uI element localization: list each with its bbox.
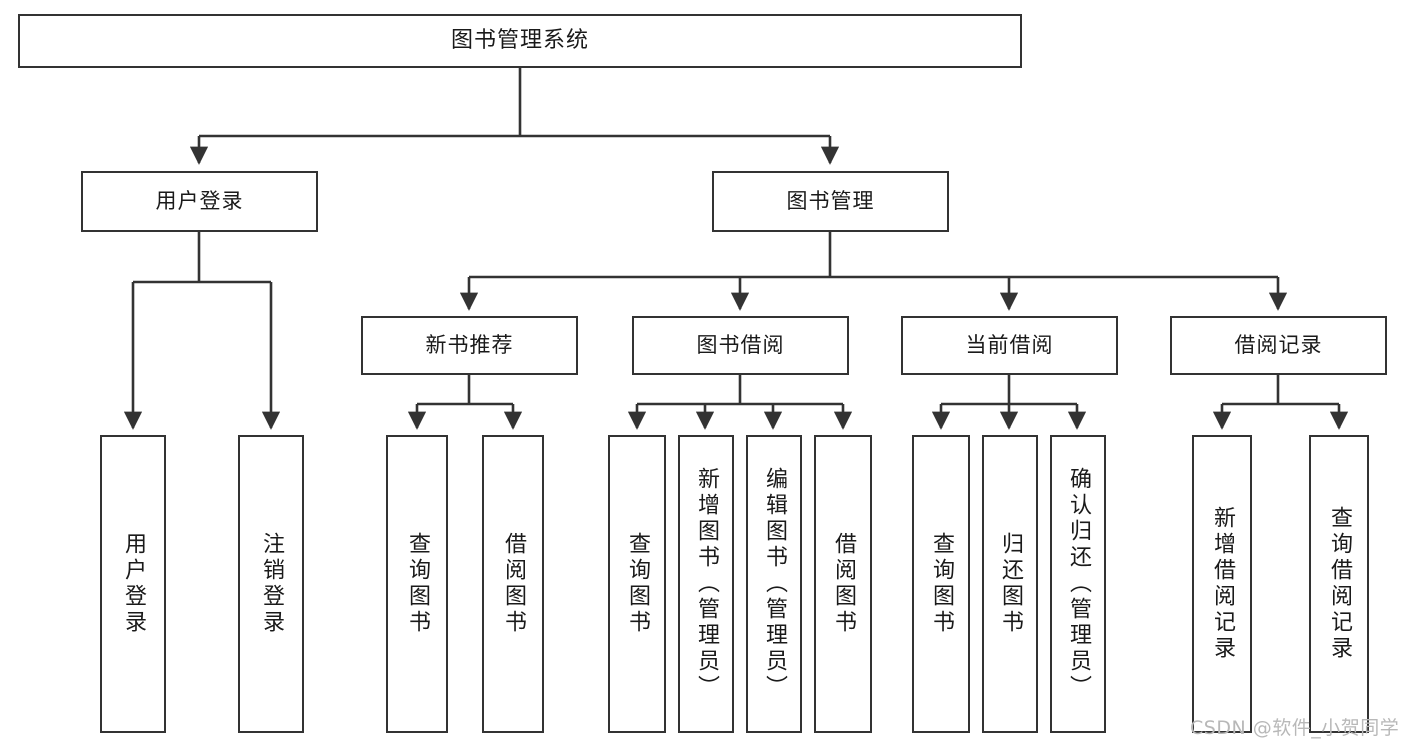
leaf-edit-book-label: 编辑图书（管理员） xyxy=(762,467,787,701)
leaf-query-book-3-label: 查询图书 xyxy=(929,532,954,636)
leaf-confirm-return[interactable]: 确认归还（管理员） xyxy=(1050,435,1106,733)
leaf-add-record[interactable]: 新增借阅记录 xyxy=(1192,435,1252,733)
node-book-manage-label: 图书管理 xyxy=(786,189,875,214)
leaf-query-book-3[interactable]: 查询图书 xyxy=(912,435,970,733)
leaf-confirm-return-label: 确认归还（管理员） xyxy=(1066,467,1091,701)
node-book-borrow[interactable]: 图书借阅 xyxy=(632,316,849,375)
watermark: CSDN @软件_小贺同学 xyxy=(1190,717,1400,739)
leaf-borrow-book-2-label: 借阅图书 xyxy=(831,532,856,636)
leaf-query-book-2[interactable]: 查询图书 xyxy=(608,435,666,733)
leaf-edit-book[interactable]: 编辑图书（管理员） xyxy=(746,435,802,733)
leaf-borrow-book-2[interactable]: 借阅图书 xyxy=(814,435,872,733)
leaf-query-record[interactable]: 查询借阅记录 xyxy=(1309,435,1369,733)
leaf-user-logout-label: 注销登录 xyxy=(259,532,284,636)
node-book-manage[interactable]: 图书管理 xyxy=(712,171,949,232)
node-borrow-record[interactable]: 借阅记录 xyxy=(1170,316,1387,375)
node-borrow-record-label: 借阅记录 xyxy=(1234,333,1323,358)
leaf-user-login[interactable]: 用户登录 xyxy=(100,435,166,733)
node-new-book-recommend[interactable]: 新书推荐 xyxy=(361,316,578,375)
node-book-borrow-label: 图书借阅 xyxy=(696,333,785,358)
node-new-book-recommend-label: 新书推荐 xyxy=(425,333,514,358)
node-root-label: 图书管理系统 xyxy=(450,28,589,54)
node-user-login-label: 用户登录 xyxy=(155,189,244,214)
leaf-add-record-label: 新增借阅记录 xyxy=(1210,506,1235,662)
leaf-return-book[interactable]: 归还图书 xyxy=(982,435,1038,733)
leaf-query-book-2-label: 查询图书 xyxy=(625,532,650,636)
node-current-borrow[interactable]: 当前借阅 xyxy=(901,316,1118,375)
leaf-query-book-1[interactable]: 查询图书 xyxy=(386,435,448,733)
leaf-user-login-label: 用户登录 xyxy=(121,532,146,636)
leaf-query-record-label: 查询借阅记录 xyxy=(1327,506,1352,662)
node-current-borrow-label: 当前借阅 xyxy=(965,333,1054,358)
leaf-return-book-label: 归还图书 xyxy=(998,532,1023,636)
leaf-add-book-label: 新增图书（管理员） xyxy=(694,467,719,701)
leaf-add-book[interactable]: 新增图书（管理员） xyxy=(678,435,734,733)
leaf-user-logout[interactable]: 注销登录 xyxy=(238,435,304,733)
leaf-borrow-book-1-label: 借阅图书 xyxy=(501,532,526,636)
node-user-login[interactable]: 用户登录 xyxy=(81,171,318,232)
leaf-borrow-book-1[interactable]: 借阅图书 xyxy=(482,435,544,733)
leaf-query-book-1-label: 查询图书 xyxy=(405,532,430,636)
node-root[interactable]: 图书管理系统 xyxy=(18,14,1022,68)
